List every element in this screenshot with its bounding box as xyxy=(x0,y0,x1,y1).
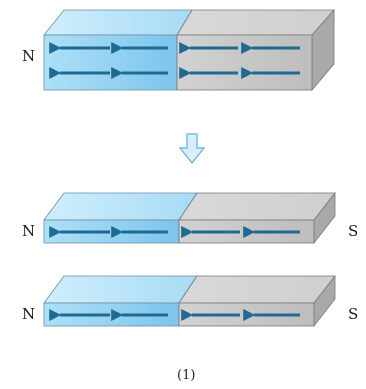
figure-caption: (1) xyxy=(177,368,196,383)
bottom-magnet-right-pole-label: S xyxy=(348,305,359,323)
bottom-magnet-top-face-south xyxy=(178,275,336,304)
down-arrow xyxy=(178,133,206,164)
bottom-magnet-top-face-north xyxy=(43,275,198,304)
bottom-magnet-left-pole-label: N xyxy=(22,305,36,323)
middle-magnet-left-pole-label: N xyxy=(22,222,36,240)
bottom-magnet xyxy=(43,274,336,328)
top-magnet-top-face-south xyxy=(176,9,335,36)
middle-magnet-right-pole-label: S xyxy=(348,222,359,240)
top-magnet-top-face-north xyxy=(43,9,193,36)
top-magnet-left-pole-label: N xyxy=(22,47,36,65)
middle-magnet xyxy=(43,191,336,245)
top-magnet-front-south xyxy=(176,34,313,91)
middle-magnet-top-face-north xyxy=(43,192,198,221)
middle-magnet-top-face-south xyxy=(178,192,336,221)
top-magnet xyxy=(43,8,335,92)
top-magnet-front-north xyxy=(43,34,178,91)
